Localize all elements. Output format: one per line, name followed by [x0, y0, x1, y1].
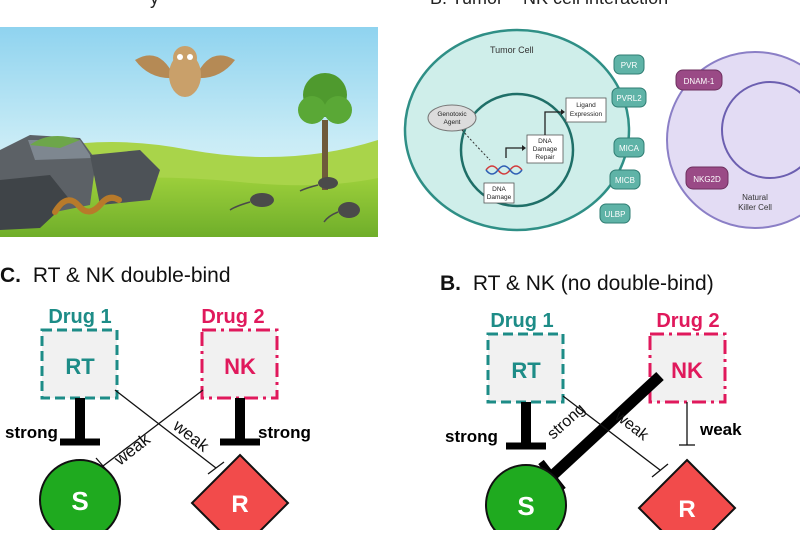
panel-b-weak-right: weak [699, 420, 742, 439]
receptor-micb: MICB [609, 169, 641, 190]
svg-text:DNAM-1: DNAM-1 [684, 77, 715, 86]
nk-label-2: Killer Cell [738, 203, 772, 212]
grass-illustration [0, 177, 378, 237]
panel-c-letter: C. [0, 264, 21, 287]
ligand-box [565, 97, 607, 123]
panel-b-strong-diag-edge [548, 371, 664, 481]
nk-nucleus [721, 81, 800, 179]
tumor-cell-label: Tumor Cell [490, 45, 534, 55]
panel-c-strong-right: strong [258, 423, 311, 442]
panel-b-title: RT & NK (no double-bind) [473, 272, 714, 295]
receptor-ulbp: ULBP [599, 203, 631, 224]
panel-b: B. RT & NK (no double-bind) Drug 1 Drug … [440, 272, 742, 535]
repair-arrow [505, 147, 524, 158]
svg-text:NKG2D: NKG2D [693, 175, 721, 184]
panel-c-r-label: R [231, 491, 248, 518]
panel-c-rt-label: RT [65, 354, 95, 379]
receptor-nkg2d: NKG2D [685, 166, 729, 190]
mice-illustration [229, 177, 360, 223]
ligand-arrow [544, 111, 563, 135]
ligand-line-2: Expression [570, 111, 603, 118]
panel-c-title: RT & NK double-bind [33, 264, 231, 287]
svg-text:ULBP: ULBP [605, 210, 626, 219]
dna-damage-line-2: Damage [487, 194, 512, 201]
repair-line-3: Repair [535, 154, 555, 161]
dna-helix-icon [485, 165, 523, 175]
panel-b-nk-label: NK [671, 358, 703, 383]
panel-b-letter: B. [440, 272, 461, 295]
panel-c-nk-box [200, 328, 279, 400]
tree-illustration [298, 73, 352, 190]
svg-text:B. RT & NK (no double-bi: B. RT & NK (no double-bind) [440, 272, 714, 295]
receptor-mica: MICA [613, 137, 645, 158]
panel-c-sensitive-circle [39, 459, 121, 535]
panel-c-resistant-diamond [190, 453, 290, 535]
receptor-dnam1: DNAM-1 [675, 69, 723, 91]
genotoxic-line-1: Genotoxic [437, 111, 467, 118]
panel-c-weak-rt-to-r [114, 389, 217, 469]
panel-tumor-nk: B. Tumor – NK cell interaction Natural K… [403, 0, 800, 232]
panel-a: y [0, 0, 378, 237]
genotoxic-agent-bubble [427, 104, 477, 132]
repair-line-2: Damage [533, 146, 558, 153]
panel-b-resistant-diamond [637, 458, 737, 535]
ligand-line-1: Ligand [576, 102, 596, 109]
panel-b-rt-box [486, 332, 565, 404]
repair-box [526, 134, 564, 164]
panel-c-drug1-label: Drug 1 [48, 306, 111, 328]
genotoxic-line-2: Agent [444, 119, 461, 126]
panel-a-title: y [150, 0, 159, 8]
repair-line-1: DNA [538, 138, 552, 145]
panel-b-strong-left: strong [445, 427, 498, 446]
svg-text:PVRL2: PVRL2 [616, 94, 642, 103]
panel-c-weak-left: weak [110, 429, 154, 469]
dna-damage-line-1: DNA [492, 186, 506, 193]
panel-c-strong-left: strong [5, 423, 58, 442]
panel-c: C. RT & NK double-bind Drug 1 Drug 2 RT … [0, 264, 311, 535]
genotoxic-arrow [461, 129, 491, 161]
panel-b-drug2-label: Drug 2 [656, 310, 719, 332]
panel-b-nk-box [648, 332, 727, 404]
svg-text:MICA: MICA [619, 144, 640, 153]
dna-damage-box [483, 182, 515, 204]
panel-c-nk-label: NK [224, 354, 256, 379]
panel-b-sensitive-circle [485, 464, 567, 535]
svg-text:PVR: PVR [621, 61, 638, 70]
panel-b-drug1-label: Drug 1 [490, 310, 553, 332]
panel-c-weak-nk-to-s [102, 389, 204, 467]
panel-b-s-label: S [517, 491, 534, 521]
receptor-pvrl2: PVRL2 [611, 87, 647, 108]
panel-b-r-label: R [678, 496, 695, 523]
receptor-pvr: PVR [613, 54, 645, 75]
panel-c-s-label: S [71, 486, 88, 516]
svg-text:C. RT & NK double-bind: C. RT & NK double-bind [0, 264, 231, 287]
panel-b-strong-diag: strong [544, 401, 588, 443]
snake-illustration [52, 194, 122, 215]
panel-c-weak-right: weak [169, 416, 213, 456]
panel-b-weak-diag-edge [562, 395, 661, 471]
panel-tumor-nk-title: B. Tumor – NK cell interaction [430, 0, 668, 8]
rocks-illustration [0, 135, 160, 230]
panel-b-weak-diag: weak [611, 407, 652, 445]
panel-b-rt-label: RT [511, 358, 541, 383]
svg-text:MICB: MICB [615, 176, 635, 185]
panel-c-drug2-label: Drug 2 [201, 306, 264, 328]
nk-label-1: Natural [742, 193, 768, 202]
owl-illustration [135, 46, 235, 97]
